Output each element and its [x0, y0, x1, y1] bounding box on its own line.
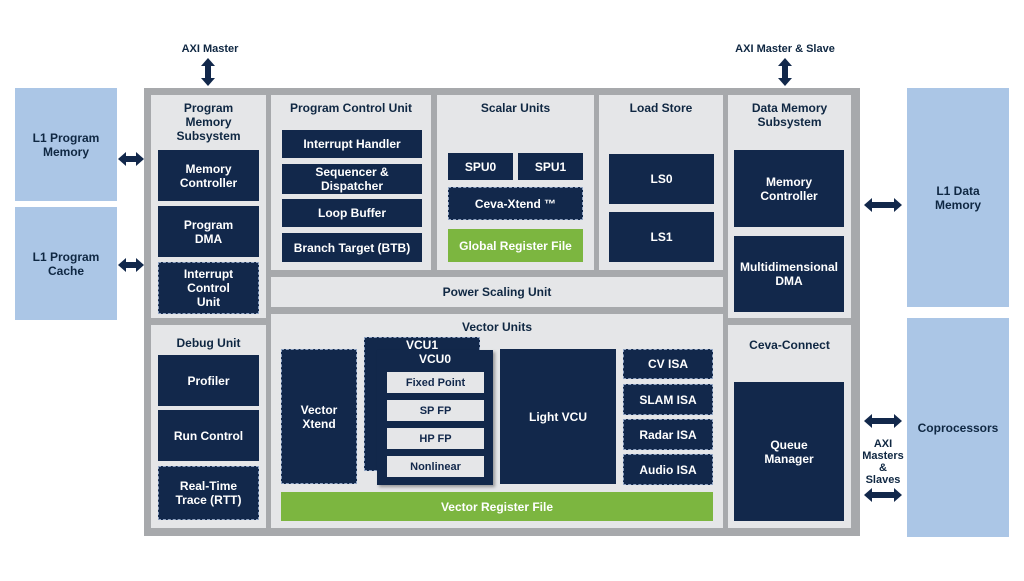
axi-masters-slaves-label: AXI Masters & Slaves	[862, 438, 904, 486]
global-register-file-label: Global Register File	[459, 238, 572, 253]
slam-isa: SLAM ISA	[623, 384, 713, 415]
audio-isa-label: Audio ISA	[639, 462, 697, 477]
audio-isa: Audio ISA	[623, 454, 713, 485]
program-dma: Program DMA	[158, 206, 259, 257]
real-time-trace: Real-Time Trace (RTT)	[158, 466, 259, 520]
global-register-file: Global Register File	[448, 229, 583, 262]
vector-register-file-label: Vector Register File	[440, 499, 554, 514]
double-arrow-icon	[118, 258, 144, 272]
real-time-trace-label: Real-Time Trace (RTT)	[175, 479, 242, 507]
ls1: LS1	[609, 212, 714, 262]
double-arrow-icon	[864, 414, 902, 428]
ceva-connect-title: Ceva-Connect	[749, 338, 830, 352]
double-arrow-icon	[118, 152, 144, 166]
l1-program-memory: L1 Program Memory	[15, 88, 117, 201]
ls1-label: LS1	[650, 230, 673, 244]
queue-manager-label: Queue Manager	[764, 437, 814, 466]
scalar-units-title: Scalar Units	[480, 101, 551, 115]
multidimensional-dma-label: Multidimensional DMA	[739, 260, 838, 288]
ls0: LS0	[609, 154, 714, 204]
light-vcu: Light VCU	[500, 349, 616, 484]
double-arrow-icon	[864, 198, 902, 212]
power-scaling-unit-label: Power Scaling Unit	[442, 285, 552, 299]
debug-unit-title: Debug Unit	[176, 336, 241, 350]
profiler-label: Profiler	[187, 373, 230, 388]
cv-isa: CV ISA	[623, 349, 713, 379]
fixed-point: Fixed Point	[387, 372, 484, 393]
program-memory-controller: Memory Controller	[158, 150, 259, 201]
loop-buffer-label: Loop Buffer	[318, 206, 386, 220]
sp-fp-label: SP FP	[419, 404, 452, 417]
double-arrow-icon	[778, 58, 792, 86]
spu1-label: SPU1	[534, 159, 567, 174]
interrupt-handler: Interrupt Handler	[282, 130, 422, 158]
loop-buffer: Loop Buffer	[282, 199, 422, 227]
l1-data-memory-label: L1 Data Memory	[934, 183, 981, 212]
coprocessors: Coprocessors	[907, 318, 1009, 537]
program-control-title: Program Control Unit	[290, 101, 412, 115]
axi-master-label: AXI Master	[181, 43, 239, 55]
vector-register-file: Vector Register File	[281, 492, 713, 521]
sp-fp: SP FP	[387, 400, 484, 421]
vcu1-label: VCU1	[405, 338, 438, 352]
data-memory-title: Data Memory Subsystem	[751, 101, 828, 129]
nonlinear: Nonlinear	[387, 456, 484, 477]
cv-isa-label: CV ISA	[647, 357, 688, 371]
multidimensional-dma: Multidimensional DMA	[734, 236, 844, 312]
nonlinear-label: Nonlinear	[410, 460, 461, 473]
vector-xtend: Vector Xtend	[281, 349, 357, 484]
program-memory-controller-label: Memory Controller	[179, 161, 238, 190]
spu1: SPU1	[518, 153, 583, 180]
ceva-xtend: Ceva-Xtend ™	[448, 187, 583, 220]
slam-isa-label: SLAM ISA	[639, 392, 697, 407]
data-memory-controller-label: Memory Controller	[760, 174, 818, 203]
vector-xtend-label: Vector Xtend	[300, 402, 338, 431]
interrupt-control-unit: Interrupt Control Unit	[158, 262, 259, 314]
run-control-label: Run Control	[173, 428, 244, 443]
queue-manager: Queue Manager	[734, 382, 844, 521]
radar-isa-label: Radar ISA	[639, 427, 697, 442]
axi-master-slave-label: AXI Master & Slave	[735, 43, 835, 55]
l1-program-cache: L1 Program Cache	[15, 207, 117, 320]
data-memory-controller: Memory Controller	[734, 150, 844, 227]
branch-target: Branch Target (BTB)	[282, 233, 422, 262]
interrupt-control-unit-label: Interrupt Control Unit	[183, 267, 234, 309]
coprocessors-label: Coprocessors	[917, 420, 999, 435]
ls0-label: LS0	[650, 172, 673, 186]
spu0-label: SPU0	[464, 159, 497, 174]
l1-program-cache-label: L1 Program Cache	[32, 249, 100, 278]
load-store-title: Load Store	[629, 101, 693, 115]
vector-units-title: Vector Units	[461, 320, 533, 334]
hp-fp-label: HP FP	[419, 432, 452, 445]
branch-target-label: Branch Target (BTB)	[293, 240, 411, 255]
double-arrow-icon	[864, 488, 902, 502]
radar-isa: Radar ISA	[623, 419, 713, 450]
power-scaling-unit: Power Scaling Unit	[271, 277, 723, 307]
spu0: SPU0	[448, 153, 513, 180]
fixed-point-label: Fixed Point	[405, 376, 466, 389]
sequencer-dispatcher: Sequencer & Dispatcher	[282, 164, 422, 194]
program-dma-label: Program DMA	[183, 217, 234, 246]
program-memory-title: Program Memory Subsystem	[176, 101, 241, 143]
interrupt-handler-label: Interrupt Handler	[303, 137, 401, 151]
run-control: Run Control	[158, 410, 259, 461]
profiler: Profiler	[158, 355, 259, 406]
l1-data-memory: L1 Data Memory	[907, 88, 1009, 307]
ceva-xtend-label: Ceva-Xtend ™	[474, 196, 557, 211]
vcu0-label: VCU0	[418, 352, 451, 366]
hp-fp: HP FP	[387, 428, 484, 449]
sequencer-dispatcher-label: Sequencer & Dispatcher	[315, 165, 389, 193]
light-vcu-label: Light VCU	[529, 409, 587, 424]
double-arrow-icon	[201, 58, 215, 86]
l1-program-memory-label: L1 Program Memory	[32, 130, 100, 159]
